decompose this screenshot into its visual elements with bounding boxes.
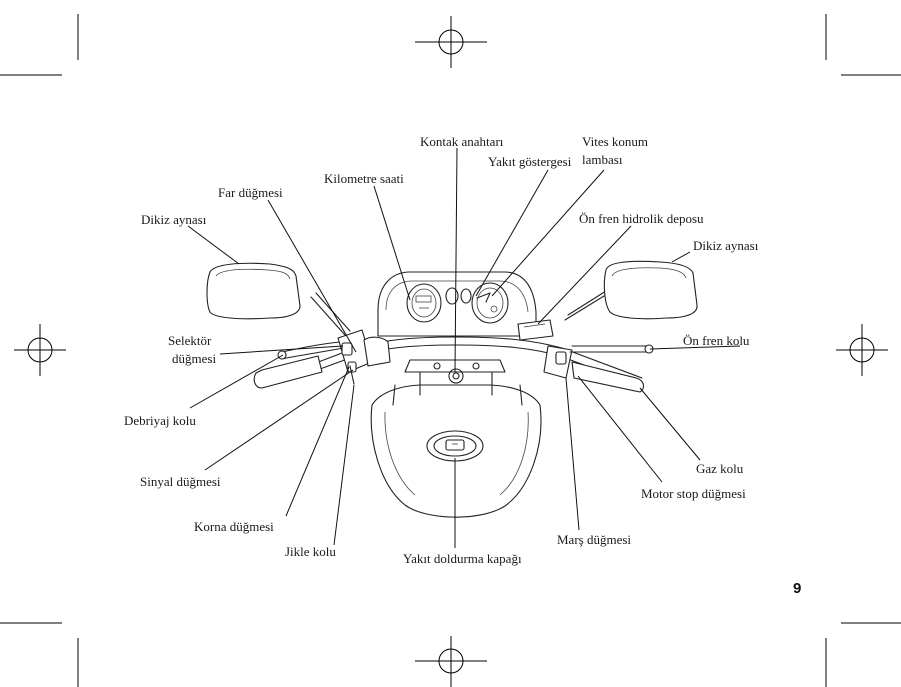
label-far-dugmesi: Far düğmesi [218,185,283,200]
label-mars-dugmesi: Marş düğmesi [557,532,631,547]
registration-mark-left [14,324,66,376]
left-grip [253,355,323,389]
registration-mark-top [415,16,487,68]
label-korna-dugmesi: Korna düğmesi [194,519,274,534]
label-sinyal-dugmesi: Sinyal düğmesi [140,474,221,489]
front-brake-lever [569,345,649,353]
right-grip [571,361,645,393]
label-yakit-doldurma-kapagi: Yakıt doldurma kapağı [403,551,522,566]
right-mirror [603,260,698,320]
label-on-fren-kolu: Ön fren kolu [683,333,750,348]
label-gaz-kolu: Gaz kolu [696,461,744,476]
label-dikiz-aynasi-right: Dikiz aynası [693,238,759,253]
leader-lines [187,147,741,548]
left-mirror [206,262,301,320]
fuel-tank [370,404,542,518]
label-vites-konum-lambasi-1: Vites konum [582,134,648,149]
registration-mark-right [836,324,888,376]
brake-reservoir [517,319,554,341]
registration-mark-bottom [415,636,487,687]
speedometer [406,283,442,323]
fuel-gauge [471,282,509,324]
label-selektor-2: düğmesi [172,351,216,366]
label-dikiz-aynasi-left: Dikiz aynası [141,212,207,227]
label-kilometre-saati: Kilometre saati [324,171,404,186]
motorcycle-illustration [206,260,698,518]
label-motor-stop-dugmesi: Motor stop düğmesi [641,486,746,501]
instrument-housing [377,271,537,337]
page-number: 9 [793,580,801,597]
crop-marks [0,14,901,687]
label-jikle-kolu: Jikle kolu [285,544,336,559]
label-kontak-anahtari: Kontak anahtarı [420,134,504,149]
label-selektor-1: Selektör [168,333,212,348]
label-yakit-gostergesi: Yakıt göstergesi [488,154,572,169]
label-vites-konum-lambasi-2: lambası [582,152,623,167]
label-on-fren-hidrolik-deposu: Ön fren hidrolik deposu [579,211,704,226]
labels: Kontak anahtarı Vites konum lambası Yakı… [124,134,801,597]
label-debriyaj-kolu: Debriyaj kolu [124,413,196,428]
